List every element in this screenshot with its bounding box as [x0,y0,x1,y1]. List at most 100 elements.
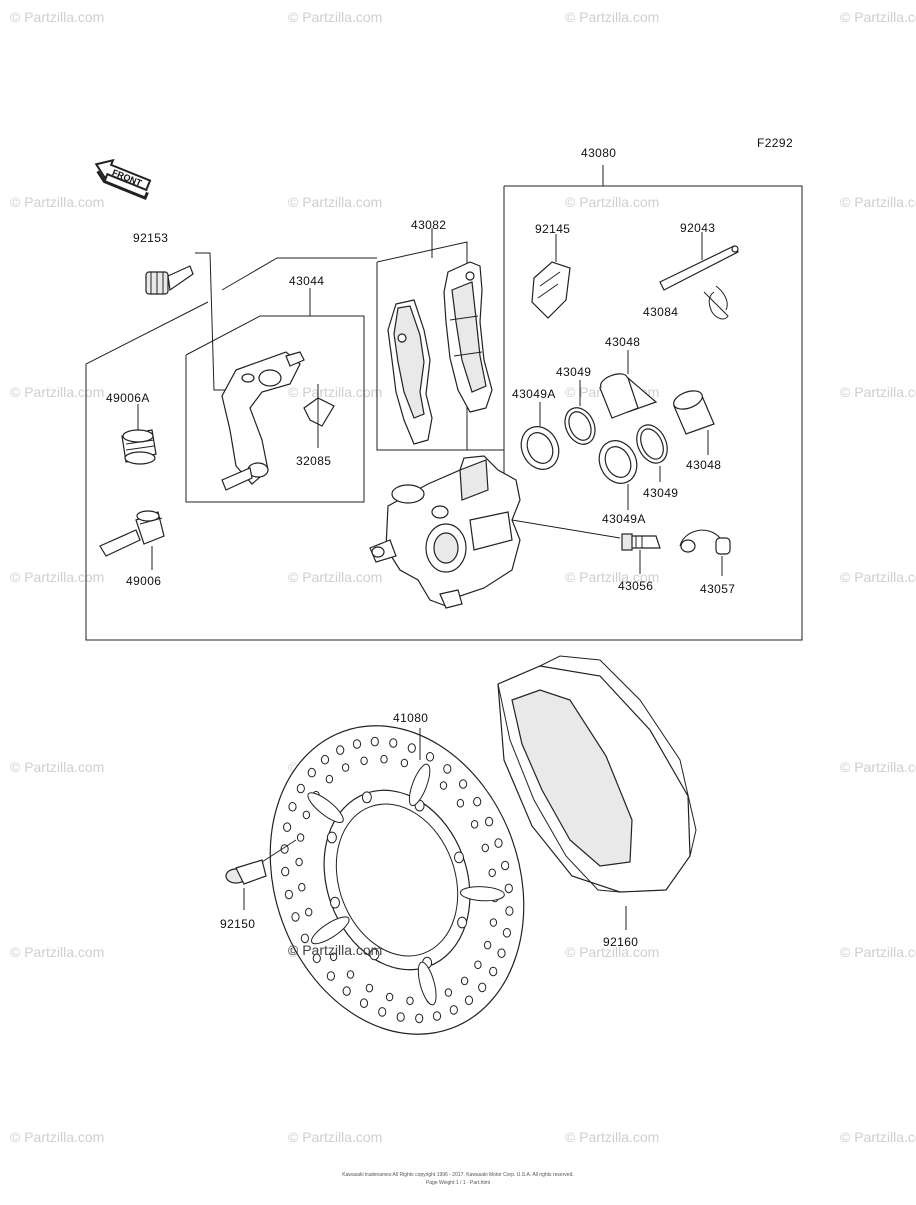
disc-hole [444,988,453,997]
watermark-text: © Partzilla.com [840,9,916,25]
watermark-text: © Partzilla.com [565,194,659,210]
disc-hole [283,822,292,833]
watermark-text: © Partzilla.com [10,569,104,585]
disc-hole [470,820,479,829]
watermark-text: © Partzilla.com [840,944,916,960]
disc-hole [295,857,303,867]
disc-hole [432,1011,442,1021]
disc-hole [329,952,338,962]
watermark-text: © Partzilla.com [288,942,382,958]
disc-hole [439,781,448,790]
disc-hole [296,833,305,842]
watermark-text: © Partzilla.com [565,944,659,960]
callout-49006: 49006 [126,574,161,588]
disc-hole [489,966,498,977]
disc-slot [408,763,431,807]
callout-43056: 43056 [618,579,653,593]
disc-hole [291,912,300,922]
footer-copyright: Kawasaki tradenames All Rights copyright… [342,1172,574,1178]
disc-hole [400,758,409,768]
disc-hole [425,752,435,762]
disc-hole [281,866,290,877]
disc-hole [312,953,321,964]
disc-slot [417,961,437,1006]
callout-92043: 92043 [680,221,715,235]
bolt-92153 [145,265,194,295]
disc-hole [385,992,394,1002]
callout-43044: 43044 [289,274,324,288]
piston-43048-upper [598,350,658,419]
callout-43049-upper: 43049 [556,365,591,379]
watermark-text: © Partzilla.com [10,194,104,210]
disc-hole [396,1012,405,1022]
disc-hole [359,998,369,1009]
watermark-text: © Partzilla.com [288,384,382,400]
watermark-text: © Partzilla.com [565,1129,659,1145]
disc-hole [473,796,482,807]
disc-hole [346,970,355,979]
disc-hole [459,779,468,789]
caliper-assembly-outline [85,165,803,641]
disc-hole [307,767,316,778]
disc-slot [310,916,350,945]
disc-hole [502,928,511,938]
disc-hole [407,743,416,753]
disc-hole [341,763,350,772]
watermark-text: © Partzilla.com [565,569,659,585]
disc-mount-hole [361,791,372,804]
disc-hole [449,1005,458,1015]
watermark-text: © Partzilla.com [10,1129,104,1145]
callout-43057: 43057 [700,582,735,596]
disc-cover-92160 [497,655,697,930]
disc-mount-hole [454,851,464,864]
disc-hole [352,739,362,749]
seal-43049A-upper [520,402,560,470]
disc-hole [505,906,514,916]
pad-pin-92043 [659,232,739,291]
callout-92160: 92160 [603,935,638,949]
disc-hole [456,798,465,808]
pad-spring-32085 [303,384,335,448]
callout-43048-upper: 43048 [605,335,640,349]
disc-hole [488,868,496,878]
callout-41080: 41080 [393,711,428,725]
disc-hole [342,986,351,996]
watermark-text: © Partzilla.com [288,1129,382,1145]
callout-49006A: 49006A [106,391,150,405]
piston-43048-lower [673,390,715,455]
seal-43049A-lower [598,440,638,510]
disc-hole [370,736,379,747]
watermark-text: © Partzilla.com [288,569,382,585]
seal-43049-lower [636,424,668,482]
watermark-layer: © Partzilla.com © Partzilla.com © Partzill… [10,9,916,1145]
disc-hole [460,976,469,986]
disc-hole [360,756,368,766]
disc-mount-hole [457,916,468,929]
watermark-text: © Partzilla.com [840,1129,916,1145]
disc-hole [300,933,309,944]
callout-43082: 43082 [411,218,446,232]
watermark-text: © Partzilla.com [288,194,382,210]
disc-hole [489,918,498,927]
seal-43049-upper [564,380,596,445]
watermark-text: © Partzilla.com [10,944,104,960]
watermark-text: © Partzilla.com [840,384,916,400]
disc-hole [296,783,305,794]
watermark-text: © Partzilla.com [840,194,916,210]
disc-hole [483,940,492,950]
disc-hole [501,860,510,871]
disc-hole [280,844,289,854]
disc-hole [365,983,374,993]
disc-hole [288,802,297,812]
callout-43049A-upper: 43049A [512,387,556,401]
callout-43084: 43084 [643,305,678,319]
pad-spring-92145 [531,234,571,319]
watermark-text: © Partzilla.com [840,569,916,585]
slide-pin-49006 [99,510,165,570]
brake-disc-41080 [269,725,525,1035]
callout-32085: 32085 [296,454,331,468]
disc-slot [459,886,505,902]
disc-hole [485,816,494,827]
